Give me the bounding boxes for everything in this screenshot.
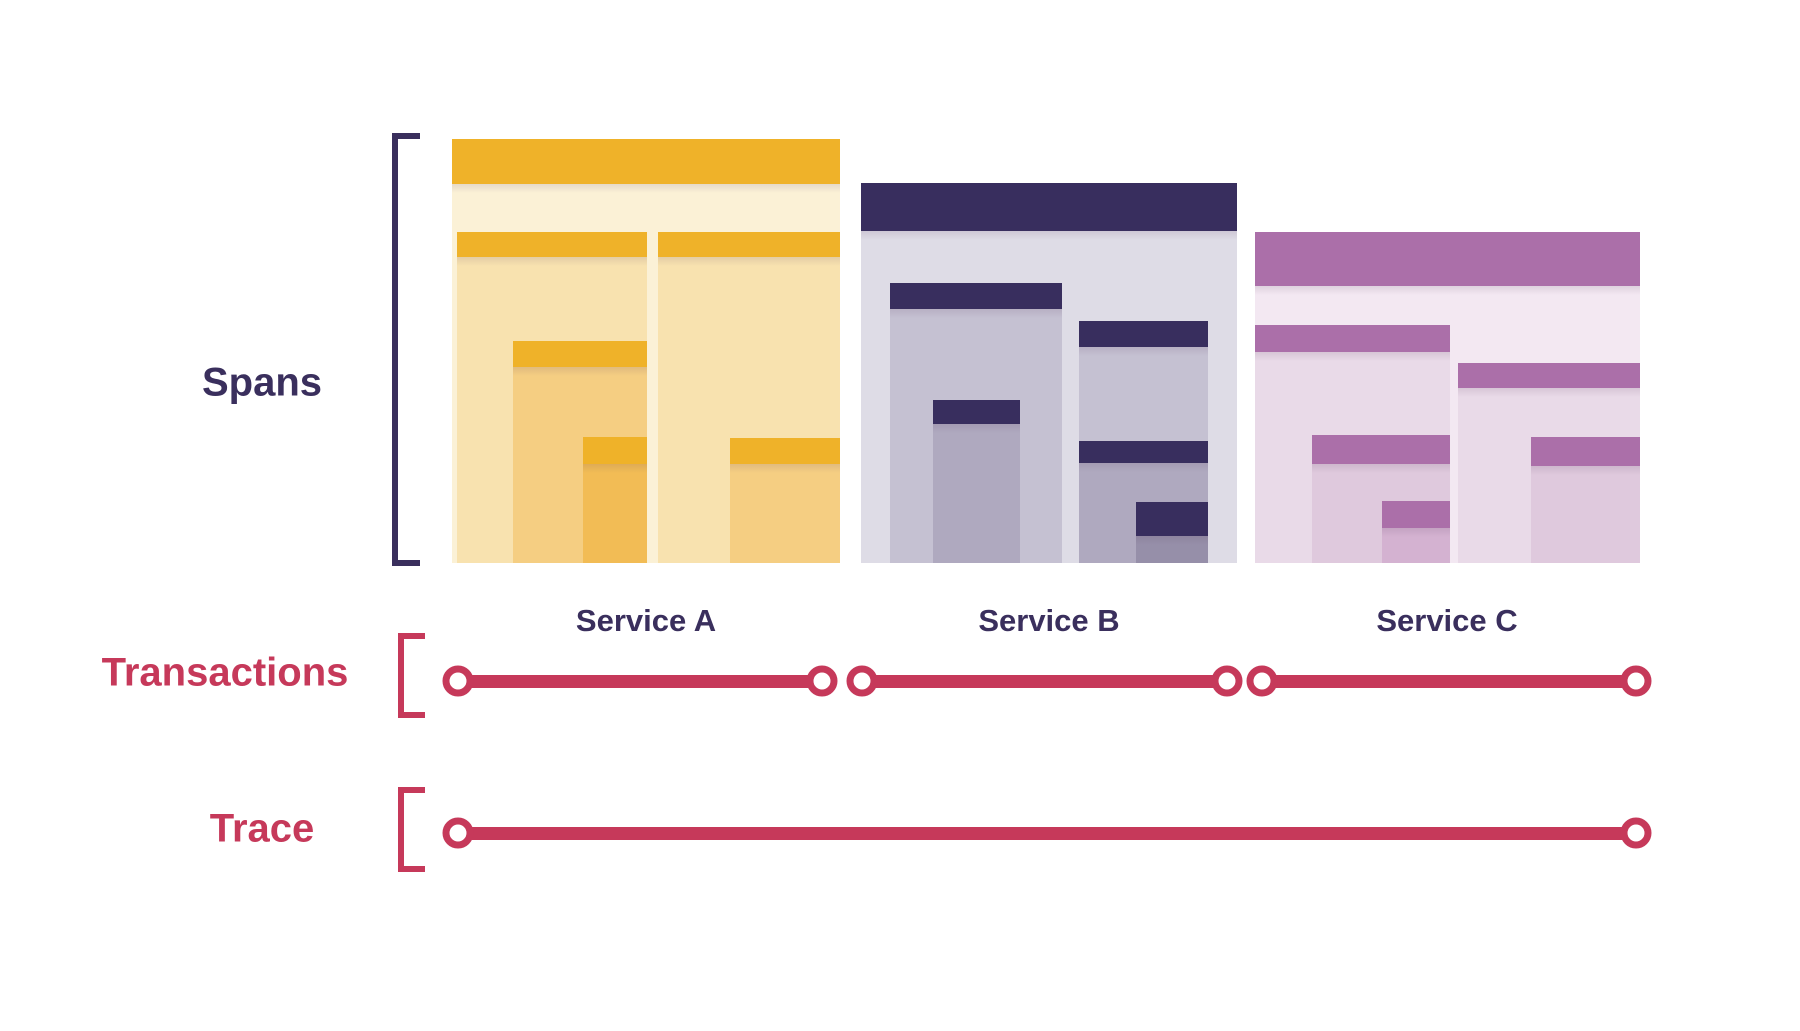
service-a-span-5-body xyxy=(730,464,840,563)
transaction-2-end-dot xyxy=(1211,665,1243,697)
trace-row-label: Trace xyxy=(209,806,315,851)
service-b-span-1-header xyxy=(890,283,1062,309)
transaction-2-line xyxy=(862,675,1227,688)
service-a-span-3-header xyxy=(583,437,647,464)
service-a-span-5-header xyxy=(730,438,840,464)
service-c-span-1-header xyxy=(1255,325,1450,352)
service-b-span-5-body xyxy=(1136,536,1208,563)
service-c-span-3-header xyxy=(1382,501,1450,528)
service-b-span-0-header xyxy=(861,183,1237,231)
service-b-label: Service B xyxy=(978,603,1120,638)
service-b-span-5-header xyxy=(1136,502,1208,536)
service-c-span-5-body xyxy=(1531,466,1640,563)
transaction-1-end-dot xyxy=(806,665,838,697)
spans-bracket xyxy=(392,133,420,566)
service-b-span-2-body xyxy=(933,424,1020,563)
service-a-span-2-header xyxy=(513,341,647,367)
service-c-span-5-header xyxy=(1531,437,1640,466)
service-a-span-3-body xyxy=(583,464,647,563)
transactions-bracket xyxy=(398,633,425,718)
trace-end-dot xyxy=(1620,817,1652,849)
trace-start-dot xyxy=(442,817,474,849)
service-b-span-3-header xyxy=(1079,321,1208,347)
service-c-span-3-body xyxy=(1382,528,1450,563)
service-b-span-4-header xyxy=(1079,441,1208,463)
trace-bracket xyxy=(398,787,425,872)
service-a-label: Service A xyxy=(575,603,717,638)
service-a-span-4-header xyxy=(658,232,840,257)
transaction-3-start-dot xyxy=(1246,665,1278,697)
transaction-2-start-dot xyxy=(846,665,878,697)
service-b-span-2-header xyxy=(933,400,1020,424)
service-c-span-4-header xyxy=(1458,363,1640,388)
transaction-3-end-dot xyxy=(1620,665,1652,697)
transaction-1-start-dot xyxy=(442,665,474,697)
service-c-label: Service C xyxy=(1376,603,1518,638)
transaction-1-line xyxy=(458,675,822,688)
transactions-row-label: Transactions xyxy=(101,650,349,695)
trace-line xyxy=(458,827,1636,840)
service-a-span-1-header xyxy=(457,232,647,257)
transaction-3-line xyxy=(1262,675,1636,688)
service-a-span-0-header xyxy=(452,139,840,184)
service-c-span-2-header xyxy=(1312,435,1450,464)
service-c-span-0-header xyxy=(1255,232,1640,286)
spans-row-label: Spans xyxy=(201,360,323,405)
